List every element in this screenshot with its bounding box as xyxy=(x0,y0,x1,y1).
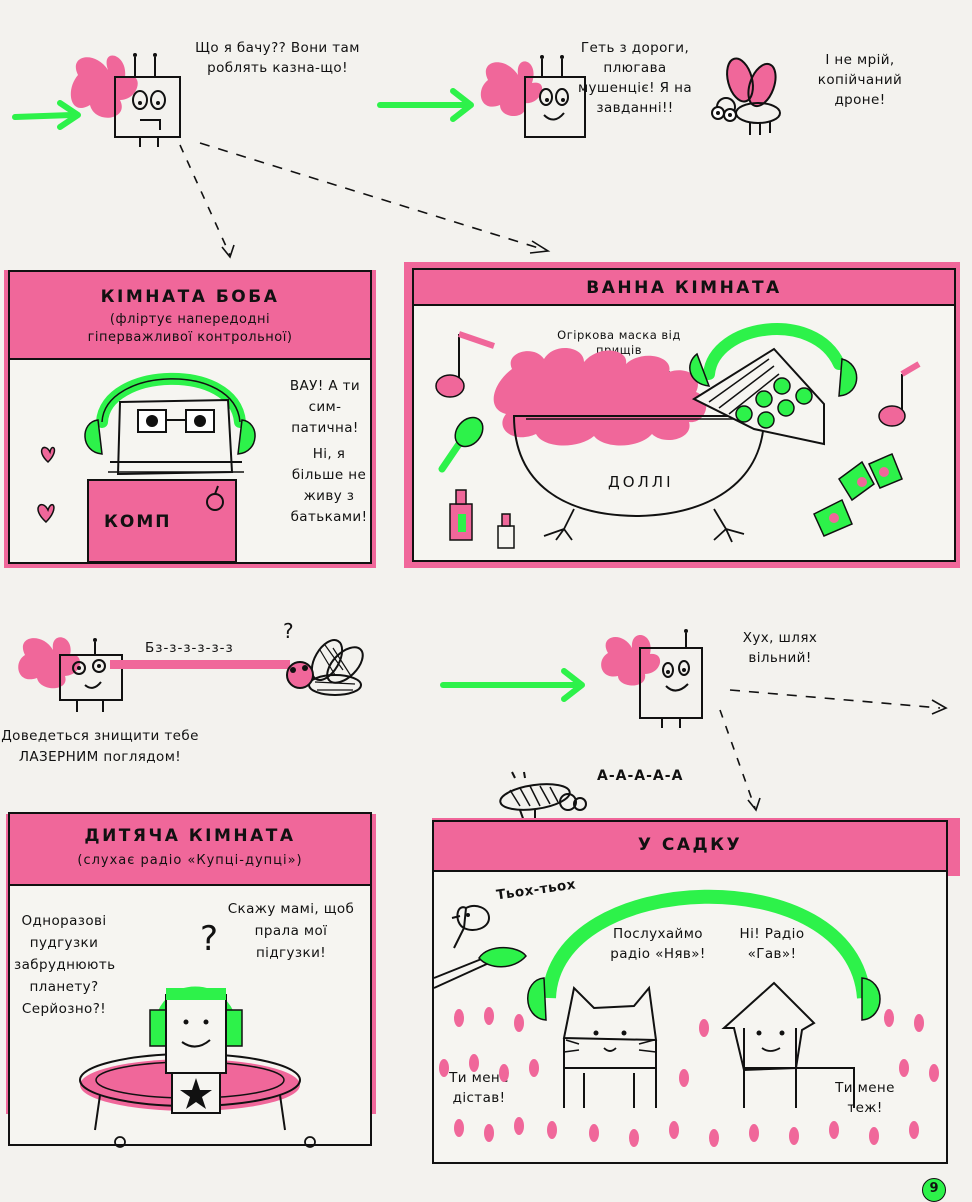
cucumber-mask-note: Огіркова маска від прищів xyxy=(557,328,681,357)
kids-speech-1: Одноразові пудгузки забруднюють планету?… xyxy=(14,913,116,1017)
laptop-label: КОМП xyxy=(104,512,172,532)
laser-speech: Доведеться знищити тебе ЛАЗЕРНИМ поглядо… xyxy=(1,728,199,765)
fly-speech: І не мрій, копійчаний дроне! xyxy=(817,52,903,108)
drone-speech: Що я бачу?? Вони там роблять казна-що! xyxy=(195,40,360,76)
relief-speech: Хух, шлях вільний! xyxy=(742,630,818,666)
laser-drone-scene: ? xyxy=(18,619,364,712)
panel-title: КІМНАТА БОБА xyxy=(100,287,280,307)
drone-speech-2: Геть з дороги, плюгава мушенціє! Я на за… xyxy=(577,40,693,116)
drone-robot-icon xyxy=(70,53,181,147)
panel-header: У САДКУ xyxy=(432,820,948,872)
panel-header: ДИТЯЧА КІМНАТА (слухає радіо «Купці-дупц… xyxy=(8,812,372,886)
kids-speech-2: Скажу мамі, щоб прала мої підгузки! xyxy=(227,901,355,961)
panel-bathroom: ВАННА КІМНАТА Огіркова маска від прищів xyxy=(412,268,956,562)
green-arrow-icon xyxy=(12,100,81,130)
panel-title: ВАННА КІМНАТА xyxy=(586,278,782,298)
panel-subtitle: (фліртує напередодні гіперважливої контр… xyxy=(87,312,293,345)
baby-bouncer-scene: ? xyxy=(79,919,316,1148)
bob-speech-1: ВАУ! А ти сим-патична! xyxy=(289,378,361,436)
panel-kids-room: ДИТЯЧА КІМНАТА (слухає радіо «Купці-дупц… xyxy=(8,812,372,1148)
drone-robot-icon xyxy=(480,55,586,138)
tub-label: ДОЛЛІ xyxy=(608,473,674,491)
garden-scene xyxy=(433,889,939,1147)
panel-header: КІМНАТА БОБА (фліртує напередодні гіперв… xyxy=(8,270,372,360)
dashed-arrow-icon xyxy=(719,689,948,812)
panel-subtitle: (слухає радіо «Купці-дупці») xyxy=(77,853,303,868)
bob-headphones-scene xyxy=(37,372,256,563)
dog-speech: Ні! Радіо «Гав»! xyxy=(739,926,805,962)
bathtub-scene xyxy=(435,323,921,549)
panel-garden: У САДКУ Тьох-тьох Послухаймо радіо «Няв»… xyxy=(432,820,948,1164)
panel-title: ДИТЯЧА КІМНАТА xyxy=(84,826,296,846)
bob-speech-2: Ні, я більше не живу з батьками! xyxy=(290,446,368,525)
panel-bob-room: КІМНАТА БОБА (фліртує напередодні гіперв… xyxy=(8,270,372,564)
dashed-arrow-icon xyxy=(179,142,551,259)
fly-icon xyxy=(711,57,781,135)
page-number: 9 xyxy=(922,1178,946,1202)
panel-header: ВАННА КІМНАТА xyxy=(412,268,956,306)
right-speech: Ти мене теж! xyxy=(835,1080,895,1116)
laser-sound: Бз-з-з-з-з-з xyxy=(145,640,234,656)
green-arrow-icon xyxy=(440,668,585,702)
panel-title: У САДКУ xyxy=(637,835,743,855)
cat-speech: Послухаймо радіо «Няв»! xyxy=(610,926,706,962)
green-arrow-icon xyxy=(377,88,474,122)
left-speech: Ти мене дістав! xyxy=(449,1070,509,1106)
svg-text:?: ? xyxy=(200,919,218,959)
drone-robot-icon xyxy=(601,629,703,728)
svg-text:?: ? xyxy=(283,619,294,643)
fly-icon xyxy=(499,771,587,825)
fly-scream: А-А-А-А-А xyxy=(597,768,684,784)
